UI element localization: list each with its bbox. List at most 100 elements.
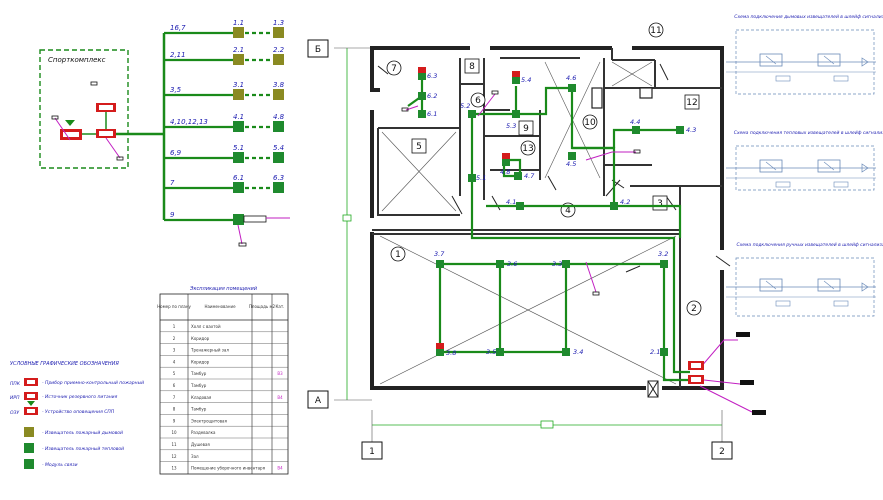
scheme-title: Схема подключения тепловых извещателей в… <box>734 130 883 136</box>
node-a-label: 3.1 <box>233 81 244 89</box>
axis-a: А <box>315 396 322 406</box>
equipment-node-icon: 4.3 <box>676 126 696 134</box>
equipment-node-icon: 3.4 <box>562 348 583 356</box>
equipment-node-icon: 3.8 <box>436 343 456 357</box>
equipment-node-icon <box>273 27 284 38</box>
legend-text: - Устройство оповещения СПП <box>42 409 115 415</box>
branch-label: 9 <box>170 211 175 219</box>
panel-icon <box>60 103 116 140</box>
node-label: 3.4 <box>573 348 583 356</box>
table-cell: Тамбур <box>190 407 207 412</box>
node-label: 5.3 <box>506 122 516 130</box>
equipment-node-icon: 4.7 <box>514 172 535 180</box>
node-a-label: 4.1 <box>233 113 244 121</box>
equipment-node-icon <box>24 443 34 453</box>
equipment-node-icon: 5.3 <box>506 110 520 130</box>
node-label: 5.4 <box>521 76 531 84</box>
header-cell: Номер по плану <box>157 304 191 309</box>
equipment-node-icon <box>273 182 284 193</box>
floor-plan: Б А 1 2 <box>307 22 766 460</box>
table-cell: 10 <box>171 430 177 435</box>
branch-line: 9 <box>164 211 290 247</box>
branch-label: 16,7 <box>170 24 186 32</box>
equipment-node-icon: 6.3 <box>418 67 437 80</box>
node-label: 4.6 <box>566 74 576 82</box>
legend-item: ОЗУ - Устройство оповещения СПП <box>10 401 115 416</box>
table-cell: Коридор <box>191 359 210 364</box>
table-cell: В4 <box>277 466 283 471</box>
equipment-node-icon <box>273 89 284 100</box>
inner-walls <box>372 48 722 388</box>
equipment-node-icon: 3.7 <box>434 250 445 268</box>
connection-schemes: Схема подключения дымовых извещателей в … <box>726 14 883 317</box>
equipment-node-icon <box>273 152 284 163</box>
header-cell: Кат. <box>276 304 285 309</box>
scheme-block: Схема подключения тепловых извещателей в… <box>726 130 883 191</box>
equipment-node-icon: 4.2 <box>610 198 630 210</box>
node-label: 5.1 <box>476 174 486 182</box>
room-number: 11 <box>650 26 661 36</box>
node-label: 4.8 <box>500 168 510 176</box>
legend-text: - Извещатель пожарный дымовой <box>42 430 123 436</box>
room-label: 7 <box>386 60 402 76</box>
node-b-label: 3.8 <box>273 81 285 89</box>
scheme-title: Схема подключения дымовых извещателей в … <box>734 14 883 20</box>
legend-text: - Модуль связи <box>42 462 78 468</box>
node-a-label: 5.1 <box>233 144 244 152</box>
room-label: 11 <box>648 22 664 38</box>
room-number: 1 <box>395 250 401 260</box>
node-label: 6.1 <box>427 110 437 118</box>
node-label: 2.1 <box>650 348 660 356</box>
header-cell: Наименование <box>204 304 236 309</box>
branch-label: 7 <box>170 179 175 187</box>
cable-tags <box>736 332 766 415</box>
node-a-label: 1.1 <box>233 19 244 27</box>
branch-label: 6,9 <box>170 149 182 157</box>
legend-code: ППК <box>10 381 21 387</box>
legend-code: ОЗУ <box>10 410 19 416</box>
panel-icon <box>688 361 704 384</box>
equipment-node-icon: 6.1 <box>418 110 437 118</box>
node-label: 3.8 <box>446 349 456 357</box>
legend-code: ИРП <box>10 395 20 401</box>
branch-label: 2,11 <box>170 51 186 59</box>
table-cell: Раздевалка <box>191 430 216 435</box>
equipment-node-icon: 3.5 <box>486 348 504 356</box>
room-number: 13 <box>522 144 533 154</box>
scheme-block: Схема подключения ручных извещателей в ш… <box>726 242 883 317</box>
table-cell: 6 <box>173 383 176 388</box>
table-cell: Холл с вахтой <box>191 324 221 329</box>
room-number: 4 <box>565 206 571 216</box>
equipment-node-icon: 4.5 <box>566 152 576 168</box>
room-label: 8 <box>464 58 480 74</box>
table-cell: 1 <box>173 324 176 329</box>
room-label: 9 <box>518 120 534 136</box>
room-label: 10 <box>582 114 598 130</box>
node-label: 4.1 <box>506 198 516 206</box>
alarm-loop-cables <box>407 76 690 382</box>
equipment-node-icon <box>233 121 244 132</box>
legend-text: - Источник резервного питания <box>42 394 118 400</box>
table-cell: 2 <box>173 336 176 341</box>
node-label: 3.2 <box>658 250 668 258</box>
table-row: 1 Холл с вахтой <box>173 324 221 329</box>
table-cell: 3 <box>173 348 176 353</box>
axis-2: 2 <box>719 447 725 457</box>
legend-text: - Извещатель пожарный тепловой <box>42 446 124 452</box>
explication-title: Экспликация помещений <box>189 286 258 292</box>
room-label: 13 <box>520 140 536 156</box>
room-label: 5 <box>411 138 427 154</box>
room-number: 5 <box>416 142 422 152</box>
room-number: 7 <box>391 64 397 74</box>
node-label: 4.7 <box>524 172 535 180</box>
equipment-node-icon: 3.2 <box>658 250 668 268</box>
